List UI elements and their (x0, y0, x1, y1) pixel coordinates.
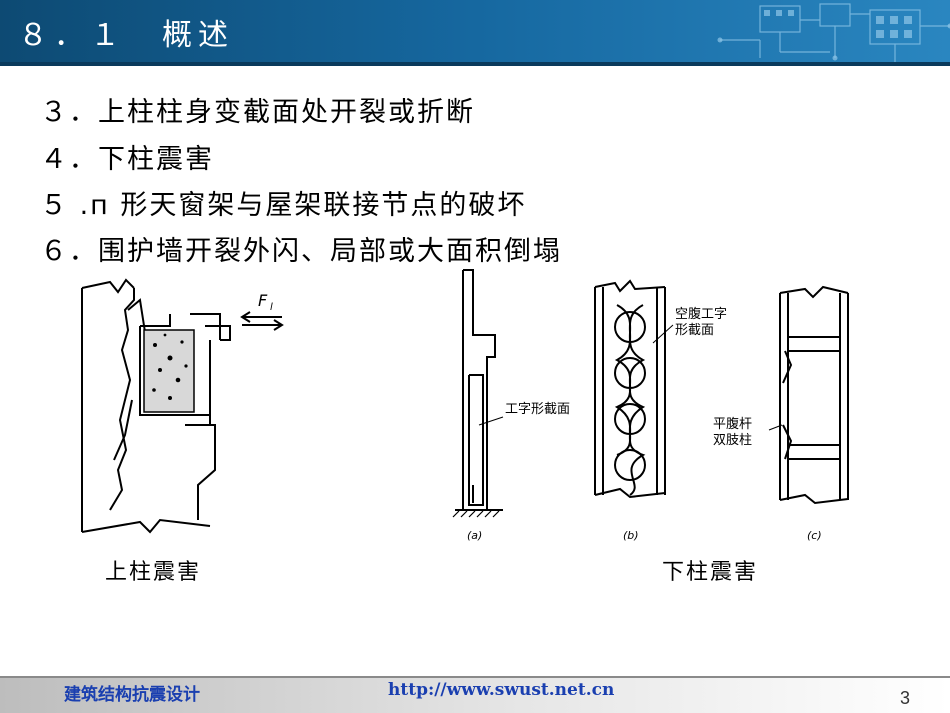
lower-caption: 下柱震害 (662, 560, 759, 585)
sub-label-a: (a) (467, 529, 482, 542)
list-item: ５ .п 形天窗架与屋架联接节点的破坏 (40, 190, 527, 221)
upper-column-damage-figure: F l (81, 278, 284, 534)
title-bar: ８．１ 概述 (0, 0, 950, 62)
list-item: ６．围护墙开裂外闪、局部或大面积倒塌 (40, 236, 562, 267)
a-section-label: 工字形截面 (505, 402, 570, 417)
title-underline (0, 62, 950, 66)
course-name: 建筑结构抗震设计 (64, 685, 200, 705)
footer-bar (0, 676, 950, 713)
upper-caption: 上柱震害 (105, 560, 202, 585)
site-url[interactable]: http://www.swust.net.cn (388, 680, 615, 700)
circuit-decoration (717, 3, 950, 62)
b-section-label-2: 形截面 (675, 323, 714, 338)
sub-label-c: (c) (807, 529, 822, 542)
list-item: ４．下柱震害 (40, 144, 214, 175)
sub-label-b: (b) (623, 529, 639, 542)
b-section-label-1: 空腹工字 (675, 306, 727, 322)
page-number: 3 (900, 688, 911, 708)
footer-rule (0, 676, 950, 678)
force-subscript: l (270, 302, 273, 313)
slide-title: ８．１ 概述 (18, 18, 234, 53)
list-item: ３．上柱柱身变截面处开裂或折断 (40, 97, 475, 128)
c-section-label-2: 双肢柱 (713, 432, 752, 448)
force-label: F (258, 291, 268, 310)
c-section-label-1: 平腹杆 (713, 416, 752, 432)
lower-column-damage-figure: 工字形截面 (a) 空腹工字 形截面 (b) 平腹杆 双肢柱 (c) (452, 269, 849, 542)
